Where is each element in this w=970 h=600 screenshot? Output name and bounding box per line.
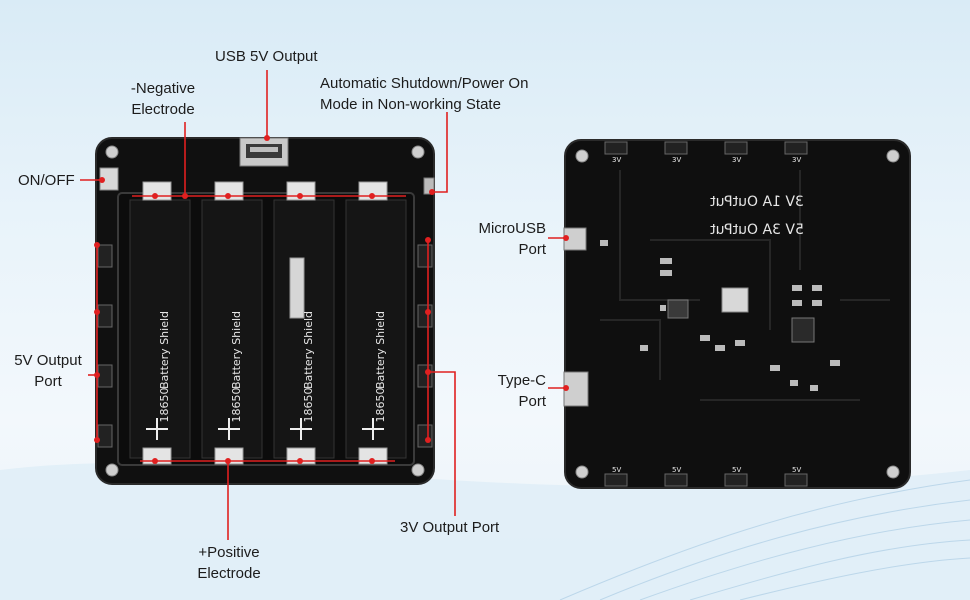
back-callouts: [548, 237, 566, 389]
auto-line-2: Mode in Non-working State: [320, 96, 501, 113]
positive-line-2: Electrode: [197, 565, 261, 582]
back-board: 3V 3V 3V 3V 5V 5V 5V 5V 3V 1A OutPut 5V …: [563, 139, 911, 489]
battery-model-4: 18650: [374, 388, 387, 423]
five-v-output-label: 5V Output Port: [8, 350, 88, 392]
back-text-3v: 3V 1A OutPut: [710, 194, 804, 210]
usb-output-label: USB 5V Output: [215, 48, 318, 65]
auto-line-1: Automatic Shutdown/Power On: [320, 75, 529, 92]
microusb-line-1: MicroUSB: [478, 220, 546, 237]
battery-slot-4: [345, 181, 407, 465]
battery-text-3: Battery Shield: [302, 311, 315, 389]
back-text-5v: 5V 3A OutPut: [710, 222, 804, 238]
pin-3v-4: 3V: [792, 156, 801, 164]
battery-slot-1: [129, 181, 191, 465]
battery-model-3: 18650: [302, 388, 315, 423]
three-v-output-label: 3V Output Port: [400, 519, 500, 536]
mode-switch: [423, 177, 435, 195]
back-callout-dots: [563, 235, 569, 391]
pin-3v-2: 3V: [672, 156, 681, 164]
pin-5v-4: 5V: [792, 466, 801, 474]
usb-port: [239, 137, 289, 167]
negative-electrode-label: -Negative Electrode: [118, 78, 208, 120]
microusb-line-2: Port: [518, 241, 546, 258]
on-off-label: ON/OFF: [18, 172, 75, 189]
front-callout-dots: [94, 135, 435, 464]
pin-5v-3: 5V: [732, 466, 741, 474]
negative-line-1: -Negative: [130, 80, 196, 97]
typec-line-1: Type-C: [497, 372, 546, 389]
typec-line-2: Port: [518, 393, 546, 410]
battery-slots: [129, 181, 407, 465]
pin-3v-3: 3V: [732, 156, 741, 164]
battery-model-1: 18650: [158, 388, 171, 423]
battery-model-2: 18650: [230, 388, 243, 423]
battery-slot-3: [273, 181, 335, 465]
auto-shutdown-label: Automatic Shutdown/Power On Mode in Non-…: [320, 73, 528, 115]
microusb-port-label: MicroUSB Port: [460, 218, 546, 260]
positive-electrode-label: +Positive Electrode: [184, 542, 274, 584]
pin-5v-1: 5V: [612, 466, 621, 474]
negative-line-2: Electrode: [131, 101, 195, 118]
battery-text-2: Battery Shield: [230, 311, 243, 389]
positive-line-1: +Positive: [198, 544, 260, 561]
pin-5v-2: 5V: [672, 466, 681, 474]
battery-silkscreen: Battery Shield 18650 Battery Shield 1865…: [158, 311, 387, 423]
typec-port-label: Type-C Port: [466, 370, 546, 412]
front-callouts: [80, 70, 456, 540]
battery-text-4: Battery Shield: [374, 311, 387, 389]
five-v-line-2: Port: [34, 373, 62, 390]
battery-text-1: Battery Shield: [158, 311, 171, 389]
five-v-line-1: 5V Output: [14, 352, 82, 369]
battery-slot-2: [201, 181, 263, 465]
pin-3v-1: 3V: [612, 156, 621, 164]
